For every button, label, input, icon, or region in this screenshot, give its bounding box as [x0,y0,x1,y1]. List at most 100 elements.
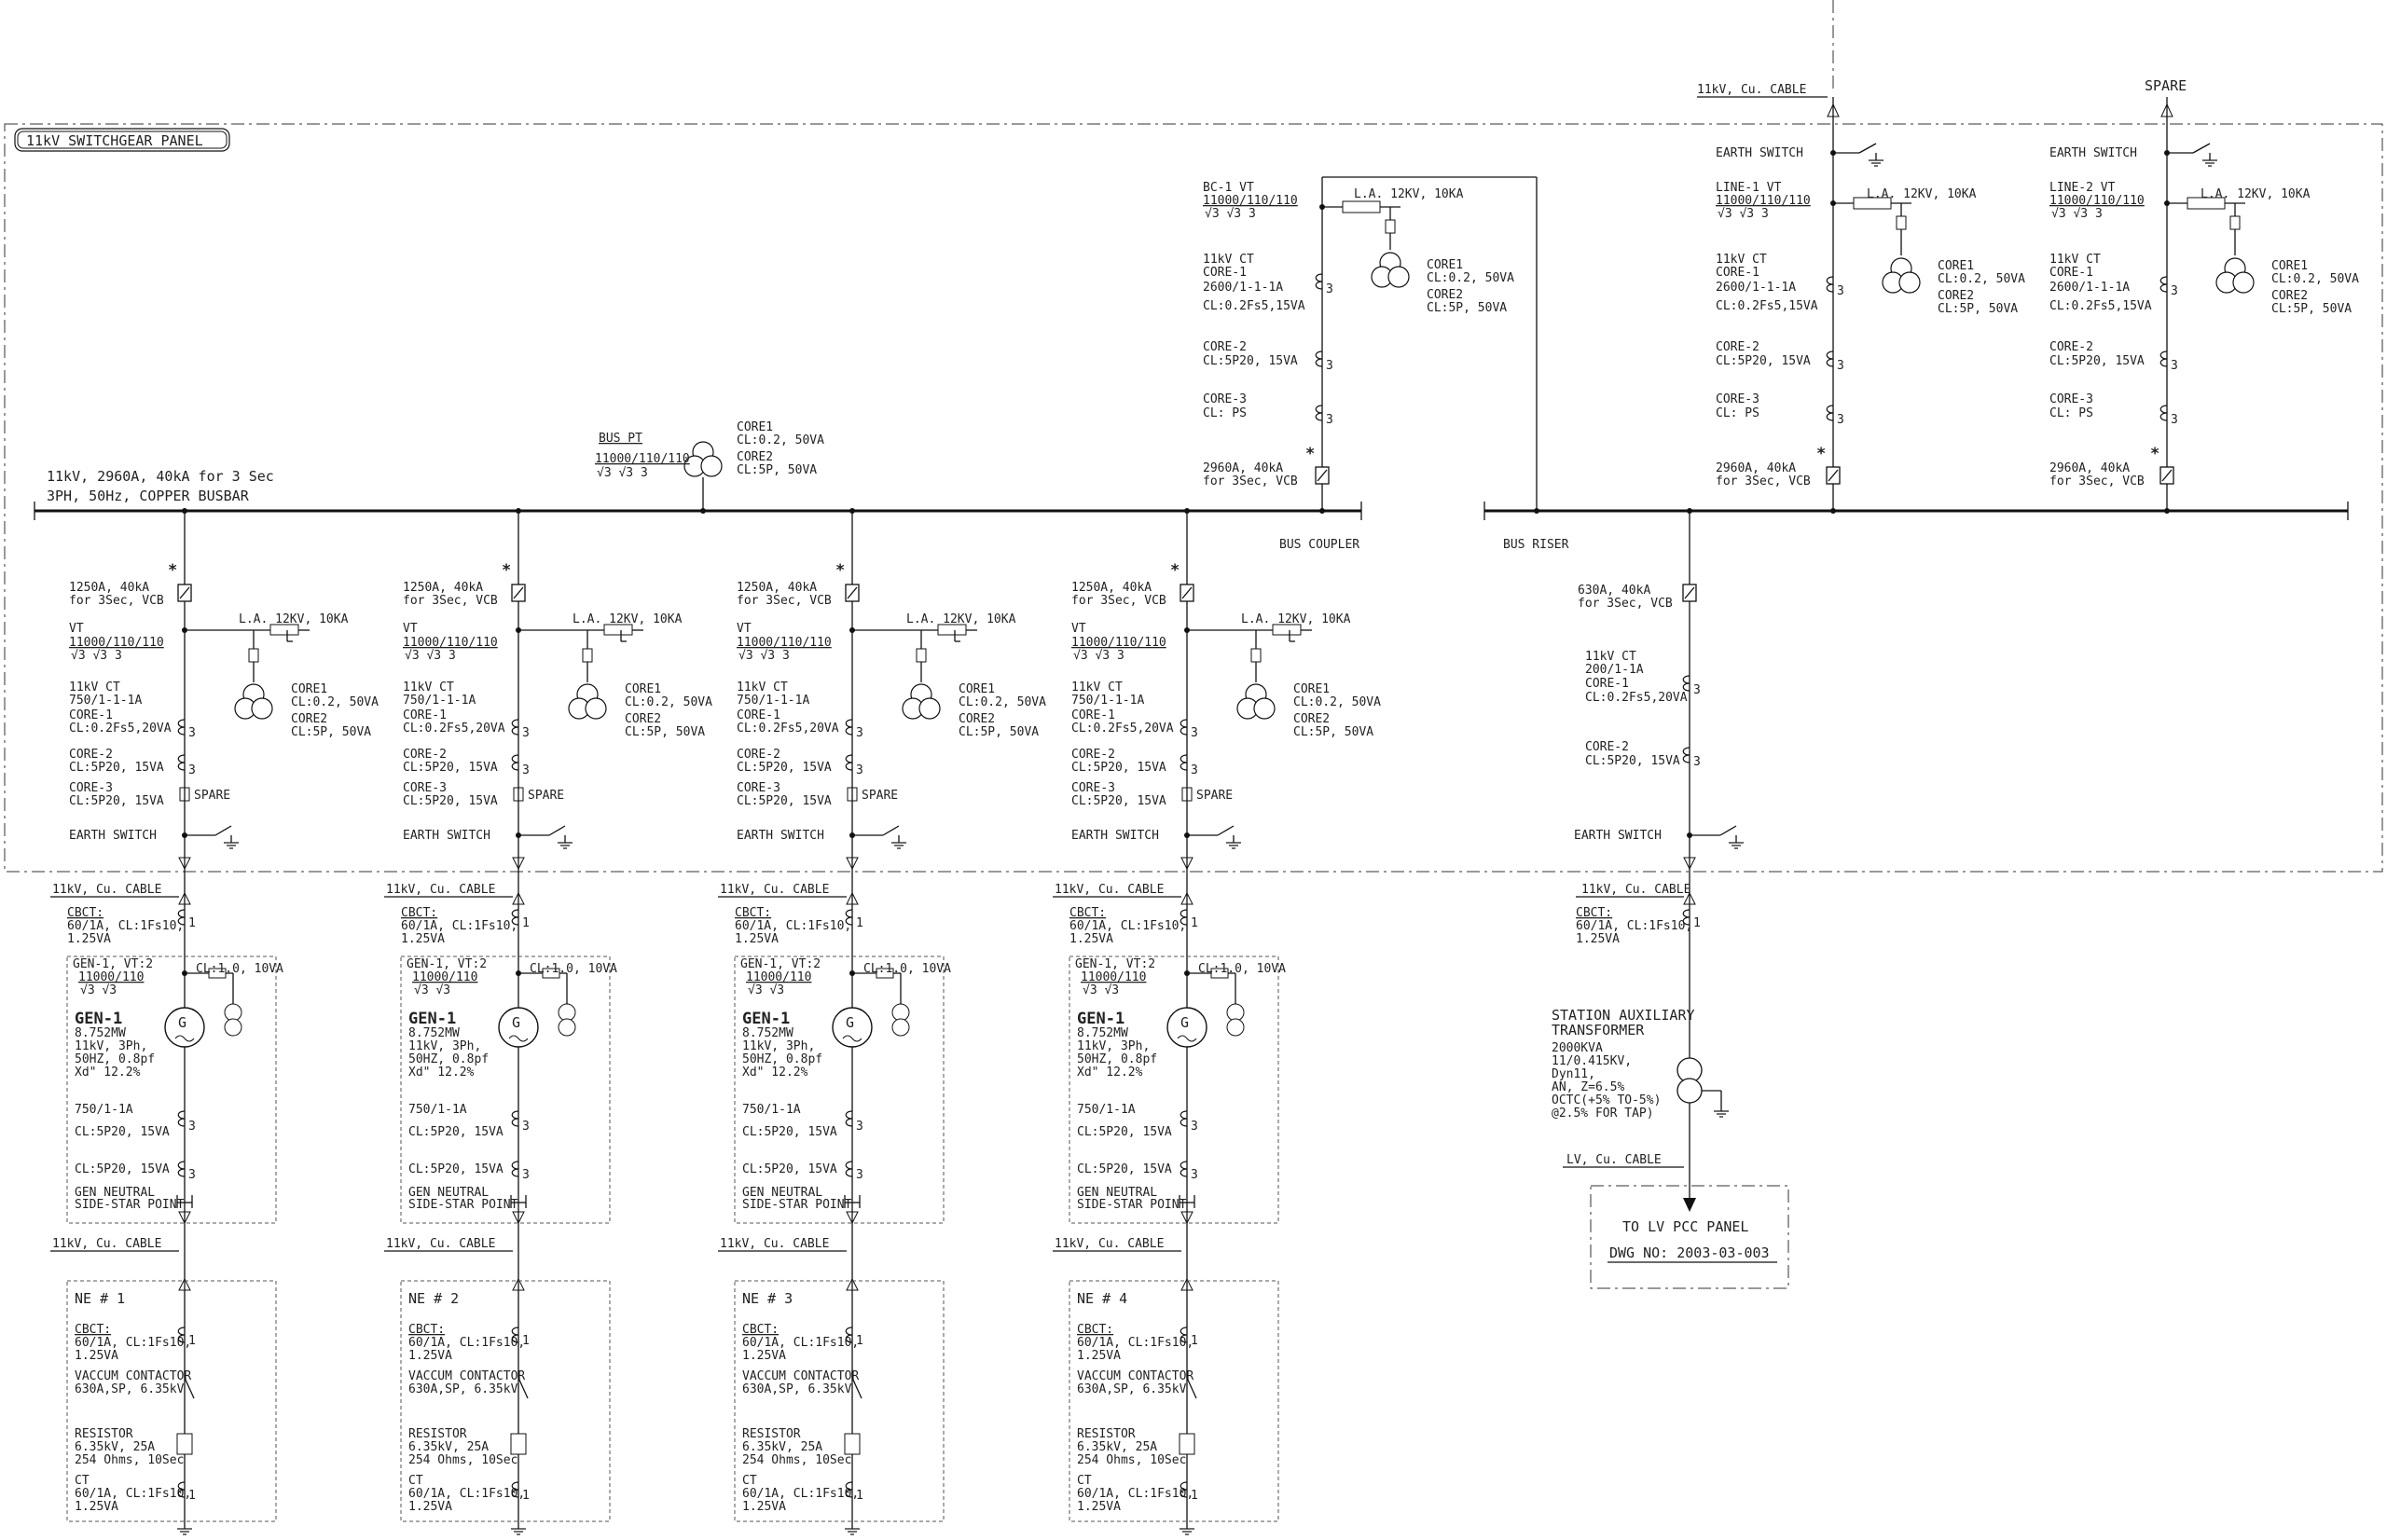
generator-icon [832,1007,873,1048]
line-core2-ct-cl: CL:5P20, 15VA [1716,354,1811,368]
feeder-core2-cl: CL:5P, 50VA [1293,725,1373,739]
line-core2-ct: CORE-2 [2049,340,2093,354]
svg-text:3: 3 [522,726,530,740]
svg-text:3: 3 [1837,413,1844,427]
gen-mw: 8.752MW [75,1026,126,1040]
gen-neutral-a: GEN NEUTRAL [742,1186,822,1200]
gen-neutral-ct-cl1: CL:5P20, 15VA [1077,1125,1172,1139]
panel-title: 11kV SWITCHGEAR PANEL [26,132,203,149]
feeder-vcb: 1250A, 40kA [403,581,483,595]
ne-resistor-b: 254 Ohms, 10Sec [1077,1453,1186,1467]
ne-contactor: VACCUM CONTACTOR [75,1369,191,1383]
feeder-cbct: CBCT: [735,906,771,920]
bc-vcb-b: for 3Sec, VCB [1203,474,1298,488]
feeder-core2-ct: CORE-2 [403,748,447,762]
feeder-vt: VT [1071,622,1086,636]
gen-vt-label: GEN-1, VT:2 [407,957,487,971]
neutral-earthing-box [400,1280,611,1522]
line-vt-ratio-den: √3 √3 3 [2051,207,2103,221]
generator-box [734,956,945,1224]
feeder-earth-switch: EARTH SWITCH [1071,829,1159,843]
feeder-vt-ratio: 11000/110/110 [69,636,164,650]
aux-ct-core1: CORE-1 [1585,677,1629,691]
feeder-vt-ratio-den: √3 √3 3 [738,649,790,663]
ne-ct: CT [1077,1474,1092,1488]
line-ct-core1: CORE-1 [2049,266,2093,280]
feeder-vt-ratio-den: √3 √3 3 [405,649,456,663]
svg-text:*: * [1816,445,1826,463]
feeder-core2-ct-cl: CL:5P20, 15VA [1071,761,1166,775]
ne-resistor-a: 6.35kV, 25A [408,1440,489,1454]
feeder-cbct: CBCT: [401,906,437,920]
feeder-vcb: 1250A, 40kA [737,581,817,595]
ne-resistor: RESISTOR [742,1427,801,1441]
aux-ct: 11kV CT [1585,650,1636,664]
transformer-impedance: AN, Z=6.5% [1552,1080,1624,1094]
svg-text:3: 3 [2171,413,2178,427]
feeder-core3-cl: CL:5P20, 15VA [403,794,498,808]
svg-text:1: 1 [856,1489,863,1503]
bc-core1-cl: CL:0.2, 50VA [1427,271,1514,285]
feeder-core2-cl: CL:5P, 50VA [625,725,705,739]
feeder-core1-cl: CL:0.2, 50VA [959,695,1046,709]
generator-icon [498,1007,539,1048]
generator-box [66,956,277,1224]
bc-ct-core1: CORE-1 [1203,266,1247,280]
feeder-ct-ratio: 750/1-1-1A [69,694,142,708]
ne-contactor: VACCUM CONTACTOR [408,1369,525,1383]
svg-text:3: 3 [1837,284,1844,298]
bus-pt-core2: CORE2 [737,450,773,464]
svg-text:3: 3 [1191,1168,1198,1182]
gen-neutral-b: SIDE-STAR POINT [408,1198,518,1212]
feeder-cbct-a: 60/1A, CL:1Fs10, [1069,919,1186,933]
line-core1: CORE1 [2271,259,2308,273]
bus-pt-ratio: 11000/110/110 [595,452,690,466]
svg-text:*: * [1170,561,1180,580]
aux-vcb-b: for 3Sec, VCB [1578,597,1673,611]
feeder-vcb-b: for 3Sec, VCB [403,594,498,608]
bus-pt-label: BUS PT [599,432,642,446]
gen-vt-label: GEN-1, VT:2 [740,957,821,971]
line-core2: CORE2 [2271,289,2308,303]
line-vcb: 2960A, 40kA [2049,461,2130,475]
gen-neutral-a: GEN NEUTRAL [1077,1186,1157,1200]
feeder-vcb-b: for 3Sec, VCB [1071,594,1166,608]
transformer-title-2: TRANSFORMER [1552,1022,1645,1038]
svg-text:3: 3 [2171,359,2178,373]
svg-text:3: 3 [1693,683,1701,697]
ne-cbct-b: 1.25VA [408,1349,452,1363]
feeder-core2-ct-cl: CL:5P20, 15VA [737,761,832,775]
aux-ct-ratio: 200/1-1A [1585,663,1644,677]
feeder-cable: 11kV, Cu. CABLE [386,883,495,897]
line-earth-switch: EARTH SWITCH [1716,146,1803,160]
svg-text:*: * [1305,445,1315,463]
gen-neutral-ct-cl2: CL:5P20, 15VA [1077,1162,1172,1176]
feeder-core3: CORE-3 [1071,781,1115,795]
spare-label: SPARE [2145,77,2187,94]
ne-resistor-a: 6.35kV, 25A [1077,1440,1157,1454]
busbar-rating-1: 11kV, 2960A, 40kA for 3 Sec [47,468,274,485]
ne-cbct-a: 60/1A, CL:1Fs10, [408,1336,525,1350]
feeder-vt-ratio-den: √3 √3 3 [1073,649,1125,663]
feeder-core1: CORE1 [1293,682,1330,696]
svg-text:1: 1 [1191,1334,1198,1348]
ne-ct-a: 60/1A, CL:1Fs10, [75,1487,191,1501]
feeder-core3: CORE-3 [69,781,113,795]
panel-title-box [14,128,230,152]
feeder-vt-ratio: 11000/110/110 [1071,636,1166,650]
line-core2-ct: CORE-2 [1716,340,1759,354]
ne-cbct: CBCT: [742,1323,779,1337]
line-ct-ratio: 2600/1-1-1A [1716,281,1796,295]
ne-cbct: CBCT: [1077,1323,1113,1337]
neutral-earthing-box [734,1280,945,1522]
line-vcb-b: for 3Sec, VCB [2049,474,2145,488]
svg-text:3: 3 [188,1120,196,1134]
svg-text:*: * [502,561,511,580]
svg-text:*: * [2150,445,2159,463]
neutral-earthing-box [66,1280,277,1522]
feeder-ct-cl: CL:0.2Fs5,20VA [69,722,172,736]
ne-title: NE # 2 [408,1290,459,1307]
